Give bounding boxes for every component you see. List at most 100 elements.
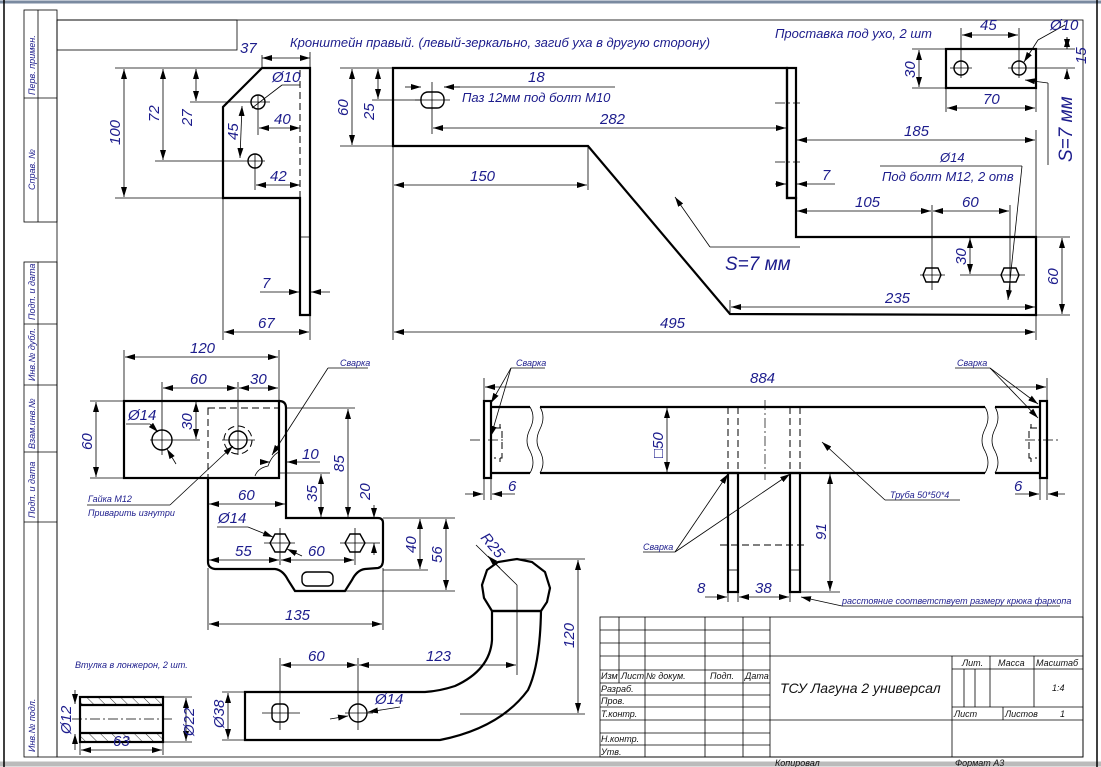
- weld-note: Сварка: [516, 358, 546, 368]
- dim-label: 60: [79, 433, 96, 450]
- slot-note: Паз 12мм под болт М10: [462, 90, 611, 105]
- dim-label: 30: [902, 61, 919, 78]
- nut-note: Приварить изнутри: [88, 508, 175, 518]
- bushing-view: Втулка в лонжерон, 2 шт. Ø12 Ø22 63: [58, 660, 198, 755]
- hitch-view: 60 123 120 Ø38 Ø14 R25: [211, 530, 585, 742]
- hole-note: Ø14: [939, 150, 965, 165]
- sheets-label: Листов: [1004, 709, 1038, 719]
- dim-label: 85: [331, 455, 348, 472]
- header-label: Изм: [601, 671, 618, 681]
- dim-label: 25: [361, 103, 378, 121]
- thickness-note: S=7 мм: [725, 254, 791, 275]
- stamp-label: Инв.№ подл.: [27, 699, 37, 752]
- tube-view: 884 □50 6 6 91 8 38 Сварка Сварка Сварка…: [465, 358, 1071, 607]
- nut-note: Гайка М12: [88, 494, 132, 504]
- stamp-label: Инв.№ дубл.: [27, 328, 37, 381]
- dim-label: Ø14: [127, 407, 156, 424]
- dim-label: 20: [357, 483, 374, 501]
- dim-label: 60: [962, 194, 979, 211]
- tube-note: Труба 50*50*4: [890, 490, 949, 500]
- dim-label: 70: [983, 91, 1000, 108]
- dim-label: Ø38: [211, 699, 228, 729]
- dim-label: 60: [190, 371, 207, 388]
- hole-note: Под болт М12, 2 отв: [882, 169, 1014, 184]
- dim-label: 30: [953, 248, 970, 265]
- dim-label: 18: [528, 69, 545, 86]
- dim-label: 185: [904, 123, 930, 140]
- dim-label: 60: [308, 648, 325, 665]
- dim-label: 67: [258, 315, 275, 332]
- dim-label: 120: [561, 622, 578, 648]
- header-label: Дата: [744, 671, 769, 681]
- role-label: Утв.: [600, 747, 621, 757]
- dim-label: 63: [113, 733, 130, 750]
- weld-note: Сварка: [643, 542, 673, 552]
- dim-label: 30: [250, 371, 267, 388]
- dim-label: 282: [599, 111, 626, 128]
- dim-label: Ø10: [1049, 17, 1079, 34]
- dim-label: 27: [179, 109, 196, 127]
- dim-label: 38: [755, 580, 772, 597]
- dim-label: 884: [750, 370, 775, 387]
- dim-label: 60: [308, 543, 325, 560]
- spacer-view: 45 Ø10 30 15 70 S=7 мм: [902, 17, 1090, 165]
- header-label: № докум.: [646, 671, 686, 681]
- dim-label: Ø10: [271, 69, 301, 86]
- dim-label: 45: [225, 123, 242, 140]
- bushing-title: Втулка в лонжерон, 2 шт.: [75, 660, 188, 670]
- scale-value: 1:4: [1052, 683, 1065, 693]
- dim-label: 235: [884, 290, 911, 307]
- copied-label: Копировал: [775, 758, 820, 767]
- dim-label: 105: [855, 194, 881, 211]
- drawing-name: ТСУ Лагуна 2 универсал: [780, 680, 941, 696]
- dim-label: 91: [813, 523, 830, 540]
- stamp-label: Взам.инв.№: [27, 398, 37, 449]
- sheets-value: 1: [1060, 709, 1065, 719]
- distance-note: расстояние соответствует размеру крюка ф…: [841, 596, 1071, 606]
- header-label: Лист: [620, 671, 645, 681]
- weld-note: Сварка: [957, 358, 987, 368]
- dim-label: 10: [302, 446, 319, 463]
- dim-label: 55: [235, 543, 252, 560]
- stamp-label: Перв. примен.: [27, 35, 37, 95]
- dim-label: 30: [179, 413, 196, 430]
- dim-label: 6: [1014, 478, 1023, 495]
- dim-label: 8: [697, 580, 706, 597]
- dim-label: 6: [508, 478, 517, 495]
- dim-label: 100: [107, 119, 124, 145]
- bracket-front-view: 18 Паз 12мм под болт М10 60 25 282 150 S…: [335, 66, 1070, 340]
- role-label: Н.контр.: [601, 734, 639, 744]
- dim-label: 135: [285, 607, 311, 624]
- dim-label: Ø12: [58, 705, 75, 735]
- stamp-label: Справ. №: [27, 149, 37, 190]
- dim-label: 120: [190, 340, 216, 357]
- stamp-label: Подп. и дата: [27, 264, 37, 320]
- dim-label: 7: [262, 275, 271, 292]
- side-stamp: Перв. примен. Справ. № Подп. и дата Инв.…: [23, 9, 58, 758]
- role-label: Пров.: [601, 696, 625, 706]
- mass-label: Масса: [998, 658, 1025, 668]
- header-label: Подп.: [710, 671, 734, 681]
- role-label: Разраб.: [601, 684, 634, 694]
- dim-label: 123: [426, 648, 452, 665]
- dim-label: 45: [980, 17, 997, 34]
- dim-label: 60: [335, 99, 352, 116]
- dim-label: 35: [304, 485, 321, 502]
- bracket-title: Кронштейн правый. (левый-зеркально, заги…: [290, 35, 710, 50]
- dim-label: 495: [660, 315, 686, 332]
- stamp-label: Подп. и дата: [27, 462, 37, 518]
- role-label: Т.контр.: [601, 709, 637, 719]
- dim-label: □50: [650, 432, 667, 458]
- dim-label: 15: [1073, 47, 1090, 64]
- sheet-label: Лист: [953, 709, 978, 719]
- lit-label: Лит.: [961, 658, 983, 668]
- dim-label: 37: [240, 40, 257, 57]
- weld-note: Сварка: [340, 358, 370, 368]
- dim-label: 56: [429, 546, 446, 563]
- dim-label: 150: [470, 168, 496, 185]
- dim-label: 40: [403, 536, 420, 553]
- dim-label: 40: [274, 111, 291, 128]
- dim-label: Ø14: [217, 510, 246, 527]
- plates-view: 120 60 30 60 Ø14 30 10 85 35 20 60 Ø14 5…: [79, 340, 455, 630]
